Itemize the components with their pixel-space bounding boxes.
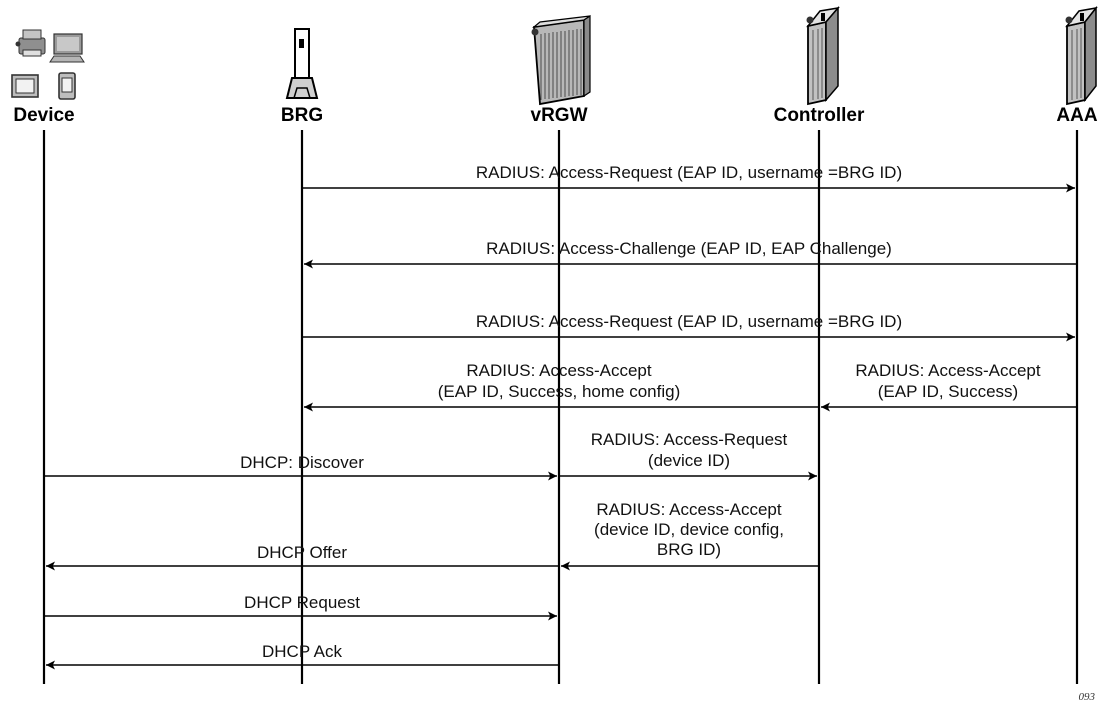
desktop-computer-icon	[49, 33, 85, 63]
message-label: RADIUS: Access-Accept	[855, 361, 1040, 380]
controller-server-icon	[806, 5, 840, 106]
actor-label-aaa: AAA	[1056, 105, 1097, 126]
message-label: (EAP ID, Success, home config)	[438, 382, 681, 401]
figure-id: 093	[1079, 691, 1096, 703]
actor-label-device: Device	[13, 105, 74, 126]
actor-label-controller: Controller	[774, 105, 865, 126]
message-label: (EAP ID, Success)	[878, 382, 1018, 401]
laptop-icon	[11, 74, 39, 98]
message-label: RADIUS: Access-Request (EAP ID, username…	[476, 163, 902, 182]
message-label: DHCP: Discover	[240, 453, 364, 472]
phone-icon	[58, 72, 76, 100]
printer-icon	[15, 29, 46, 57]
message-label: RADIUS: Access-Challenge (EAP ID, EAP Ch…	[486, 239, 892, 258]
message-label: RADIUS: Access-Accept	[596, 500, 781, 519]
brg-icon	[285, 28, 319, 99]
message-label: (device ID, device config,	[594, 520, 784, 539]
message-label: BRG ID)	[657, 540, 721, 559]
actor-label-brg: BRG	[281, 105, 323, 126]
message-label: DHCP Ack	[262, 642, 342, 661]
message-label: RADIUS: Access-Request (EAP ID, username…	[476, 312, 902, 331]
device-group-icon	[11, 29, 85, 100]
message-label: RADIUS: Access-Request	[591, 430, 788, 449]
vrgw-server-rack-icon	[531, 14, 591, 106]
actor-label-vrgw: vRGW	[531, 105, 588, 126]
message-label: (device ID)	[648, 451, 730, 470]
message-label: DHCP Request	[244, 593, 360, 612]
message-label: DHCP Offer	[257, 543, 347, 562]
message-label: RADIUS: Access-Accept	[466, 361, 651, 380]
aaa-server-icon	[1065, 5, 1098, 106]
